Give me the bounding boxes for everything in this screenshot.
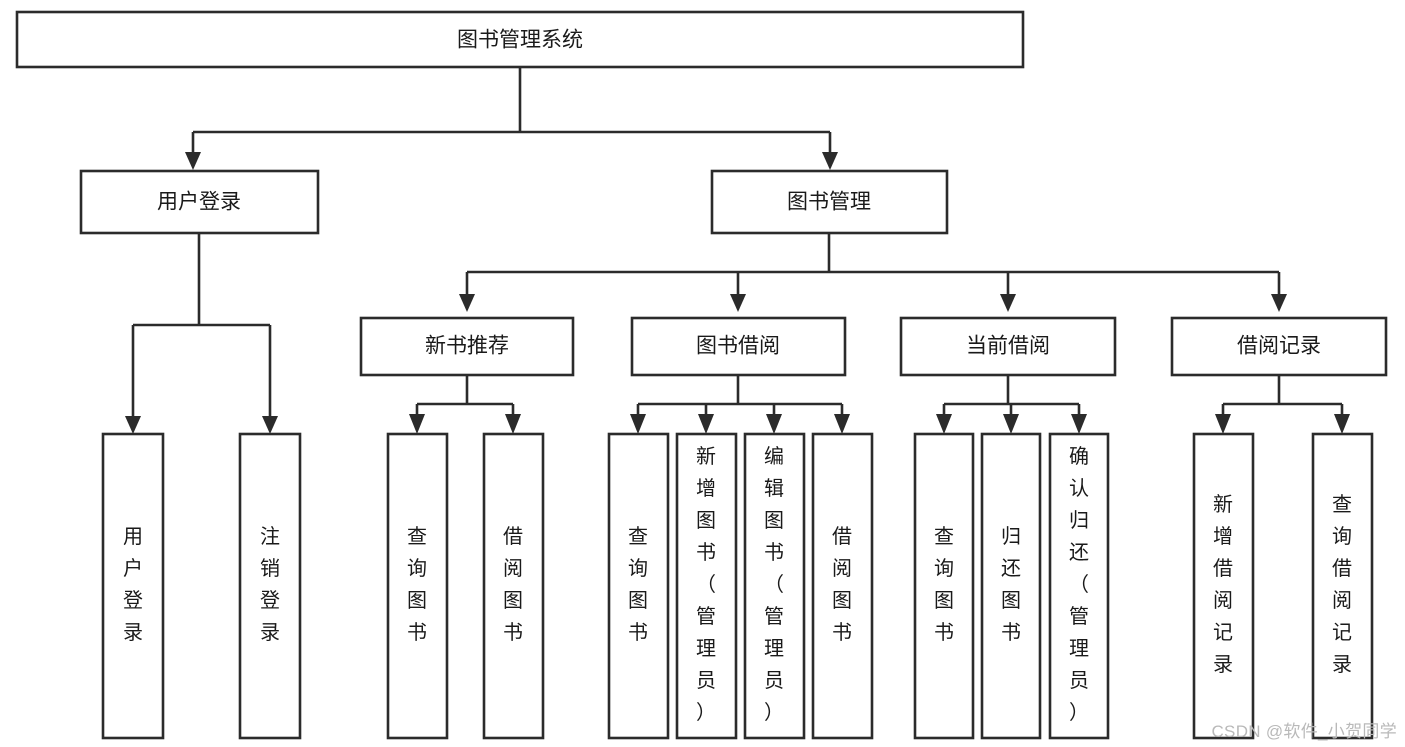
node-user-login[interactable]: 用户登录	[79, 169, 320, 235]
leaf-borrow-0-label: 查询图书	[628, 525, 648, 644]
leaf-current-1-label: 归还图书	[1001, 525, 1021, 644]
node-new-book-recommend-label: 新书推荐	[425, 335, 509, 358]
connector-group-new-book	[409, 375, 521, 434]
leaf-new-book-1-label: 借阅图书	[503, 525, 523, 644]
connector-group-book-mgmt	[459, 233, 1287, 312]
leaf-record-0[interactable]: 新增借阅记录	[1192, 432, 1255, 740]
connector-group-current	[936, 375, 1087, 434]
leaf-user-login-1-label: 注销登录	[260, 525, 280, 644]
leaf-user-login-1[interactable]: 注销登录	[238, 432, 302, 740]
leaf-borrow-2-label: 编辑图书（管理员）	[764, 445, 784, 724]
node-borrow-record[interactable]: 借阅记录	[1170, 316, 1388, 377]
connector-group-borrow	[630, 375, 850, 434]
leaf-record-1-label: 查询借阅记录	[1332, 493, 1352, 676]
node-book-management[interactable]: 图书管理	[710, 169, 949, 235]
leaf-current-0-label: 查询图书	[934, 525, 954, 644]
leaf-user-login-0-label: 用户登录	[123, 526, 143, 644]
watermark-text: CSDN @软件_小贺同学	[1211, 722, 1397, 741]
leaf-current-1[interactable]: 归还图书	[980, 432, 1042, 740]
connector-group-user-login	[125, 233, 278, 434]
leaf-record-1[interactable]: 查询借阅记录	[1311, 432, 1374, 740]
node-current-borrow[interactable]: 当前借阅	[899, 316, 1117, 377]
node-borrow-record-label: 借阅记录	[1237, 335, 1321, 358]
leaf-new-book-1[interactable]: 借阅图书	[482, 432, 545, 740]
leaf-borrow-1-label: 新增图书（管理员）	[696, 445, 716, 724]
leaf-user-login-0[interactable]: 用户登录	[101, 432, 165, 740]
node-book-management-label: 图书管理	[787, 191, 871, 214]
leaf-current-2[interactable]: 确认归还（管理员）	[1048, 432, 1110, 740]
leaf-borrow-1[interactable]: 新增图书（管理员）	[675, 432, 738, 740]
node-new-book-recommend[interactable]: 新书推荐	[359, 316, 575, 377]
node-root[interactable]: 图书管理系统	[15, 10, 1025, 69]
node-current-borrow-label: 当前借阅	[966, 335, 1050, 358]
connector-group-record	[1215, 375, 1350, 434]
leaf-borrow-0[interactable]: 查询图书	[607, 432, 670, 740]
node-root-label: 图书管理系统	[457, 29, 583, 52]
connector-group-root	[185, 68, 838, 170]
leaf-current-2-label: 确认归还（管理员）	[1069, 445, 1089, 724]
leaf-borrow-3-label: 借阅图书	[832, 525, 852, 644]
leaf-record-0-label: 新增借阅记录	[1213, 493, 1233, 676]
node-user-login-label: 用户登录	[157, 191, 241, 214]
leaf-current-0[interactable]: 查询图书	[913, 432, 975, 740]
leaf-new-book-0-label: 查询图书	[407, 525, 427, 644]
leaf-borrow-3[interactable]: 借阅图书	[811, 432, 874, 740]
node-book-borrow-label: 图书借阅	[696, 335, 780, 358]
leaf-new-book-0[interactable]: 查询图书	[386, 432, 449, 740]
node-book-borrow[interactable]: 图书借阅	[630, 316, 847, 377]
leaf-borrow-2[interactable]: 编辑图书（管理员）	[743, 432, 806, 740]
